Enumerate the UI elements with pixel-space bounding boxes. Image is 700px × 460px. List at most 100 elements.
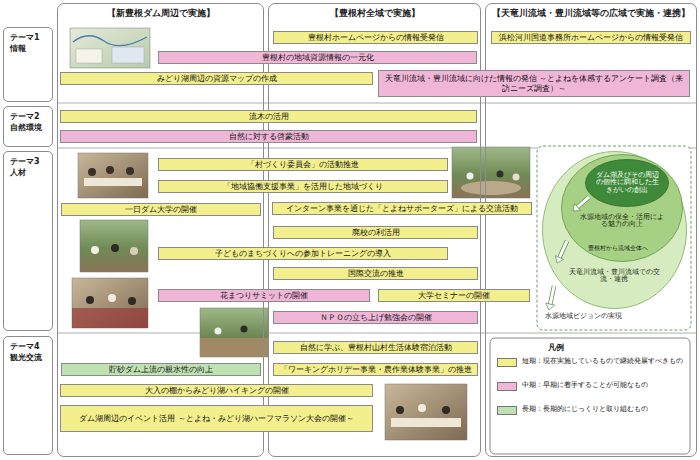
theme-cell: テーマ1 情報 xyxy=(3,27,53,102)
measure-bar: 「地域協働支援事業」を活用した地域づくり xyxy=(158,180,448,193)
measure-bar: 自然に対する啓蒙活動 xyxy=(60,130,477,143)
legend-title: 凡例 xyxy=(548,343,588,353)
goal-text: 水源地域の保全・活用による魅力の向上 xyxy=(580,214,664,229)
goal-ellipse: 天竜川流域・豊川流域での交流・連携 水源地域の保全・活用による魅力の向上 ダム湖及び… xyxy=(542,151,687,309)
block-arrow-outline xyxy=(578,197,590,207)
photo-detail xyxy=(200,338,268,357)
measure-text: 「ワーキングホリデー事業・農作業体験事業」の推進 xyxy=(280,365,472,375)
theme-cell: テーマ2 自然環境 xyxy=(3,106,53,147)
photo-detail xyxy=(112,47,144,63)
measure-text: 貯砂ダム上流の親水性の向上 xyxy=(109,365,213,375)
measure-bar: 浜松河川国道事務所ホームページからの情報受発信 xyxy=(491,31,691,44)
photo-detail xyxy=(467,173,474,180)
measure-bar: 大学セミナーの開催 xyxy=(378,289,530,302)
measure-bar: 一日ダム大学の開催 xyxy=(61,203,261,216)
measure-bar: ＮＰＯの立ち上げ勉強会の開催 xyxy=(273,311,478,324)
measure-bar: 国際交流の推進 xyxy=(273,267,478,280)
legend-frame xyxy=(490,338,690,454)
measure-text: 流木の活用 xyxy=(249,112,289,122)
photo xyxy=(78,153,148,198)
measure-bar: 貯砂ダム上流の親水性の向上 xyxy=(61,363,261,376)
photo-detail xyxy=(108,294,116,302)
measure-bar: 大入の棚からみどり湖ハイキングの開催 xyxy=(60,384,373,397)
photo-detail xyxy=(84,178,142,186)
theme-label: テーマ4 観光交流 xyxy=(10,342,46,364)
photo xyxy=(385,384,467,440)
measure-text: 豊根村の地域資源情報の一元化 xyxy=(262,53,374,63)
theme-label: テーマ1 情報 xyxy=(10,33,46,55)
theme-label: テーマ2 自然環境 xyxy=(10,112,46,134)
photo-detail xyxy=(396,406,404,414)
column-heading: 【新豊根ダム周辺で実施】 xyxy=(58,4,263,18)
photo xyxy=(80,220,148,272)
legend-swatch xyxy=(497,358,517,367)
measure-bar: 子どものまちづくりへの参加トレーニングの導入 xyxy=(158,247,448,260)
measure-bar: 花まつりサミットの開催 xyxy=(158,289,370,302)
block-arrow xyxy=(578,197,590,207)
photo-detail xyxy=(91,246,99,254)
goal-ellipse: ダム湖及びその周辺の個性に調和した生きがいの創出 xyxy=(585,159,669,207)
photo-detail xyxy=(130,247,138,255)
photo xyxy=(72,278,148,328)
block-arrow-head xyxy=(555,256,563,263)
goal-text: 天竜川流域・豊川流域での交流・連携 xyxy=(564,269,664,284)
block-arrow xyxy=(550,286,554,304)
photo-detail xyxy=(88,168,96,176)
photo-detail xyxy=(513,174,520,181)
measure-text: インターン事業を通じた「とよねサポーターズ」による交流活動 xyxy=(286,204,518,214)
photo-frame xyxy=(452,147,530,198)
measure-text: 国際交流の推進 xyxy=(348,269,404,279)
column-heading: 【天竜川流域・豊川流域等の広域で実施・連携】 xyxy=(486,4,696,18)
measure-text: 花まつりサミットの開催 xyxy=(220,291,308,301)
photo-detail xyxy=(86,296,94,304)
ellipse-fill xyxy=(562,155,683,262)
photo-detail xyxy=(442,406,450,414)
photo-frame xyxy=(200,308,268,357)
measure-text: 大学セミナーの開催 xyxy=(418,291,490,301)
measure-text: 一日ダム大学の開催 xyxy=(125,205,197,215)
measure-bar: 「村づくり委員会」の活動推進 xyxy=(158,158,448,171)
arrow-note: 豊根村から流域全体へ xyxy=(588,245,650,252)
measure-bar: 「ワーキングホリデー事業・農作業体験事業」の推進 xyxy=(273,363,478,376)
photo-detail xyxy=(128,297,136,305)
photo-frame xyxy=(385,384,467,440)
goal-label: 水源地域ビジョンの実現 xyxy=(545,313,645,321)
photo-detail xyxy=(497,171,504,178)
photo xyxy=(452,147,530,198)
block-arrow-outline xyxy=(559,241,567,258)
legend-text: 長期：長期的にじっくりと取り組むもの xyxy=(522,405,686,414)
measure-text: 「村づくり委員会」の活動推進 xyxy=(247,160,359,170)
measure-bar: 豊根村の地域資源情報の一元化 xyxy=(158,51,477,64)
measure-text: ＮＰＯの立ち上げ勉強会の開催 xyxy=(320,313,432,323)
measure-text: ダム湖周辺のイベント活用 ～とよね・みどり湖ハーフマラソン大会の開催～ xyxy=(79,414,354,424)
measure-text: 自然に対する啓蒙活動 xyxy=(229,132,309,142)
measure-bar: ダム湖周辺のイベント活用 ～とよね・みどり湖ハーフマラソン大会の開催～ xyxy=(60,405,373,432)
photo-detail xyxy=(418,404,426,412)
photo-detail xyxy=(106,166,114,174)
theme-label: テーマ3 人材 xyxy=(10,157,46,179)
measure-text: 天竜川流域・豊川流域に向けた情報の発信 ～とよねを体感するアンケート調査（来訪ニ… xyxy=(382,74,686,93)
block-arrow-head xyxy=(573,204,580,211)
photo-detail xyxy=(241,326,248,333)
measure-bar: 流木の活用 xyxy=(60,110,477,123)
photo-frame xyxy=(70,28,150,68)
photo-frame xyxy=(72,278,148,328)
block-arrow-outline xyxy=(550,286,554,304)
row-divider xyxy=(57,333,697,334)
measure-bar: 天竜川流域・豊川流域に向けた情報の発信 ～とよねを体感するアンケート調査（来訪ニ… xyxy=(378,70,690,97)
column-heading: 【豊根村全域で実施】 xyxy=(269,4,480,18)
block-arrow-head xyxy=(546,303,555,310)
measure-bar: インターン事業を通じた「とよねサポーターズ」による交流活動 xyxy=(272,202,532,215)
row-divider xyxy=(57,103,697,104)
photo-detail xyxy=(215,328,222,335)
measure-text: 廃校の利活用 xyxy=(352,228,400,238)
dashed-frame xyxy=(537,146,691,330)
goal-text: ダム湖及びその周辺の個性に調和した生きがいの創出 xyxy=(594,172,660,194)
photo-detail xyxy=(126,167,134,175)
photo xyxy=(70,28,150,68)
photo-detail xyxy=(73,36,147,46)
legend-swatch xyxy=(497,382,517,391)
legend-text: 短期：現在実施しているもので継続発展すべきもの xyxy=(522,357,686,366)
photo-frame xyxy=(78,153,148,198)
measure-text: 「地域協働支援事業」を活用した地域づくり xyxy=(223,182,383,192)
